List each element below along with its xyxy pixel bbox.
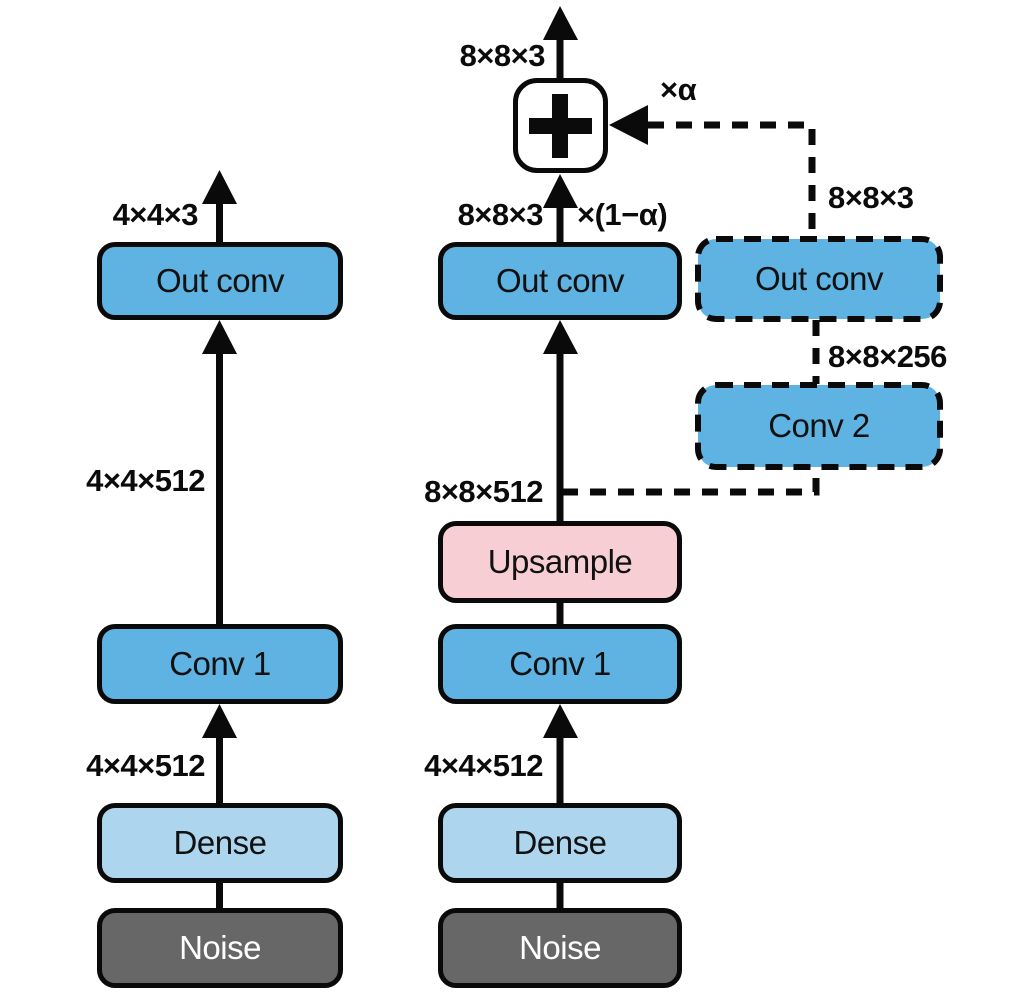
center-conv1-box: Conv 1 xyxy=(438,624,682,704)
left-output-arrow xyxy=(202,170,237,242)
left-output-dim-label: 4×4×3 xyxy=(112,197,199,232)
center-noise-box: Noise xyxy=(438,908,682,988)
center-out-conv-label: Out conv xyxy=(495,262,625,299)
left-conv1-to-outconv-arrow xyxy=(202,320,237,624)
center-noise-label: Noise xyxy=(519,929,601,966)
center-outconv-to-plus-arrow xyxy=(543,174,578,242)
center-upsample-to-outconv-arrow xyxy=(543,320,578,521)
center-upsample-box: Upsample xyxy=(438,521,682,603)
left-dense-to-conv1-arrow xyxy=(202,704,237,803)
left-low-dim-label: 4×4×512 xyxy=(86,748,205,783)
center-merge-dim-label: 8×8×3 xyxy=(457,197,544,232)
left-dense-box: Dense xyxy=(97,803,343,883)
center-low-dim-label: 4×4×512 xyxy=(424,748,543,783)
left-mid-dim-label: 4×4×512 xyxy=(86,463,205,498)
left-out-conv-box: Out conv xyxy=(97,242,343,320)
left-out-conv-label: Out conv xyxy=(155,262,285,299)
center-final-output-arrow xyxy=(543,6,578,80)
branch-out-conv-label: Out conv xyxy=(754,260,884,297)
plus-icon xyxy=(552,94,568,158)
left-conv1-label: Conv 1 xyxy=(169,645,271,682)
center-out-conv-box: Out conv xyxy=(438,242,682,320)
center-output-dim-label: 8×8×3 xyxy=(459,38,546,73)
left-conv1-box: Conv 1 xyxy=(97,624,343,704)
center-dense-box: Dense xyxy=(438,803,682,883)
center-conv1-label: Conv 1 xyxy=(509,645,611,682)
center-mid-dim-label: 8×8×512 xyxy=(424,474,543,509)
left-noise-box: Noise xyxy=(97,908,343,988)
center-upsample-label: Upsample xyxy=(487,543,633,580)
branch-junction-dashed-path xyxy=(562,466,820,496)
plus-merge-node xyxy=(513,78,608,173)
times-one-minus-alpha-label: ×(1−α) xyxy=(577,197,668,232)
center-dense-label: Dense xyxy=(513,824,607,861)
branch-mid-dim-label: 8×8×256 xyxy=(828,339,947,374)
branch-dim-label: 8×8×3 xyxy=(828,180,914,215)
left-dense-label: Dense xyxy=(173,824,267,861)
center-dense-to-conv1-arrow xyxy=(543,704,578,803)
times-alpha-label: ×α xyxy=(660,72,697,107)
left-noise-label: Noise xyxy=(179,929,261,966)
branch-conv2-label: Conv 2 xyxy=(768,407,870,444)
